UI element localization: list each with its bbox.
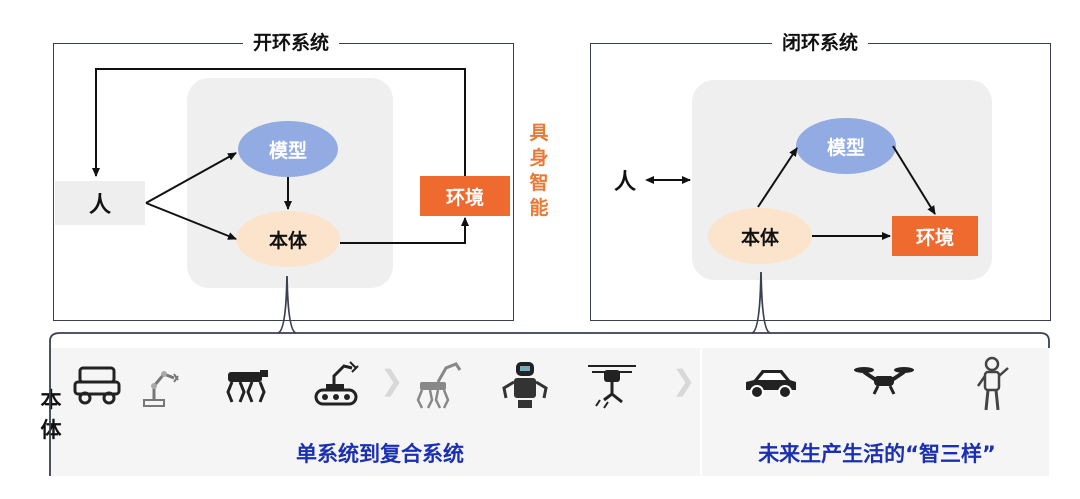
closed-loop-environment: 环境 <box>892 216 978 256</box>
open-loop-body: 本体 <box>236 211 340 267</box>
vehicle-robot-icon <box>73 366 121 405</box>
closed-loop-model: 模型 <box>796 118 896 174</box>
humanoid-upper-body-icon <box>502 362 548 408</box>
icon-strip-left <box>50 348 700 476</box>
car-icon <box>746 370 796 399</box>
quadruped-arm-robot-icon <box>416 362 462 409</box>
label-char: 身 <box>529 147 549 169</box>
embodied-intelligence-label: 具 身 智 能 <box>528 121 550 221</box>
left-caption: 单系统到复合系统 <box>296 442 464 466</box>
open-loop-model: 模型 <box>238 121 338 177</box>
robot-dog-icon <box>226 370 268 403</box>
chevron-right-icon: ❯ <box>672 364 696 397</box>
body-to-environment-arrow <box>340 217 469 244</box>
closed-loop-person: 人 <box>603 160 647 200</box>
person-to-model-arrow <box>145 152 237 204</box>
brace-spike-left <box>277 275 297 334</box>
closed-loop-title: 闭环系统 <box>772 31 869 55</box>
side-char: 体 <box>40 418 62 442</box>
body-side-label: 本 体 <box>38 385 64 445</box>
open-loop-title: 开环系统 <box>243 31 340 55</box>
person-to-body-arrow <box>145 202 237 240</box>
robot-arm-icon <box>143 371 179 407</box>
label-char: 智 <box>529 172 549 194</box>
open-loop-person: 人 <box>55 181 145 225</box>
humanoid-robot-icon <box>976 356 1009 411</box>
right-caption: 未来生产生活的“智三样” <box>758 442 996 466</box>
closed-loop-body: 本体 <box>708 208 812 264</box>
brace-spike-right <box>751 271 771 334</box>
drone-icon <box>854 367 914 395</box>
tracked-robot-icon <box>314 361 359 406</box>
open-loop-environment: 环境 <box>420 176 510 216</box>
label-char: 具 <box>529 122 549 144</box>
chevron-right-icon: ❯ <box>380 364 404 397</box>
model-to-environment-arrow <box>892 145 936 215</box>
bottom-brace <box>49 332 1050 348</box>
label-char: 能 <box>529 197 549 219</box>
drone-with-arm-icon <box>588 365 636 409</box>
feedback-arrow <box>92 68 466 177</box>
body-to-model-arrow <box>757 147 798 208</box>
side-char: 本 <box>40 388 62 412</box>
